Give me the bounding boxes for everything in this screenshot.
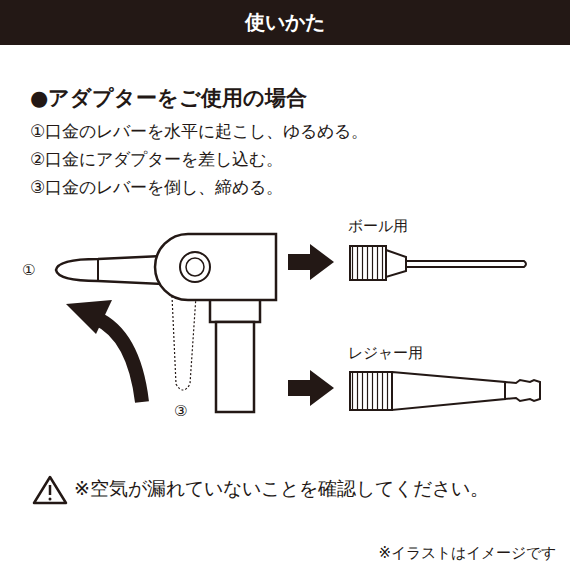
leisure-nozzle xyxy=(505,380,540,401)
ball-adapter-thread xyxy=(350,246,386,280)
note-text: ※イラストはイメージです xyxy=(378,544,556,562)
step-text: ②口金にアダプターを差し込む。 xyxy=(30,149,283,169)
ball-needle xyxy=(406,261,526,267)
lever-grip xyxy=(97,259,99,281)
warning-text: ※空気が漏れていないことを確認してください。 xyxy=(74,477,489,500)
hose xyxy=(216,322,254,412)
adapter-label: ボール用 xyxy=(348,217,408,235)
adapter-label: レジャー用 xyxy=(348,344,423,362)
rotate-arrowhead xyxy=(66,300,112,334)
lever-open xyxy=(56,256,162,284)
warning-icon xyxy=(34,477,66,503)
warning-dot xyxy=(49,498,52,501)
header-title: 使いかた xyxy=(0,10,570,34)
pivot-inner xyxy=(186,258,204,276)
ball-adapter-cone xyxy=(386,250,406,277)
leisure-adapter-thread xyxy=(350,372,392,410)
callout-number: ③ xyxy=(174,402,187,420)
step-text: ③口金のレバーを倒し、締める。 xyxy=(30,177,283,197)
callout-number: ① xyxy=(22,261,35,279)
leisure-adapter-cone xyxy=(392,372,505,410)
block-arrow xyxy=(288,244,334,280)
rotate-arrow xyxy=(96,318,142,402)
lever-closed xyxy=(172,296,196,390)
nozzle-head xyxy=(155,234,276,300)
section-heading: ●アダプターをご使用の場合 xyxy=(30,86,307,111)
block-arrow xyxy=(288,370,334,406)
warning-mark xyxy=(49,485,52,495)
step-text: ①口金のレバーを水平に起こし、ゆるめる。 xyxy=(30,121,368,141)
pivot xyxy=(180,252,210,282)
